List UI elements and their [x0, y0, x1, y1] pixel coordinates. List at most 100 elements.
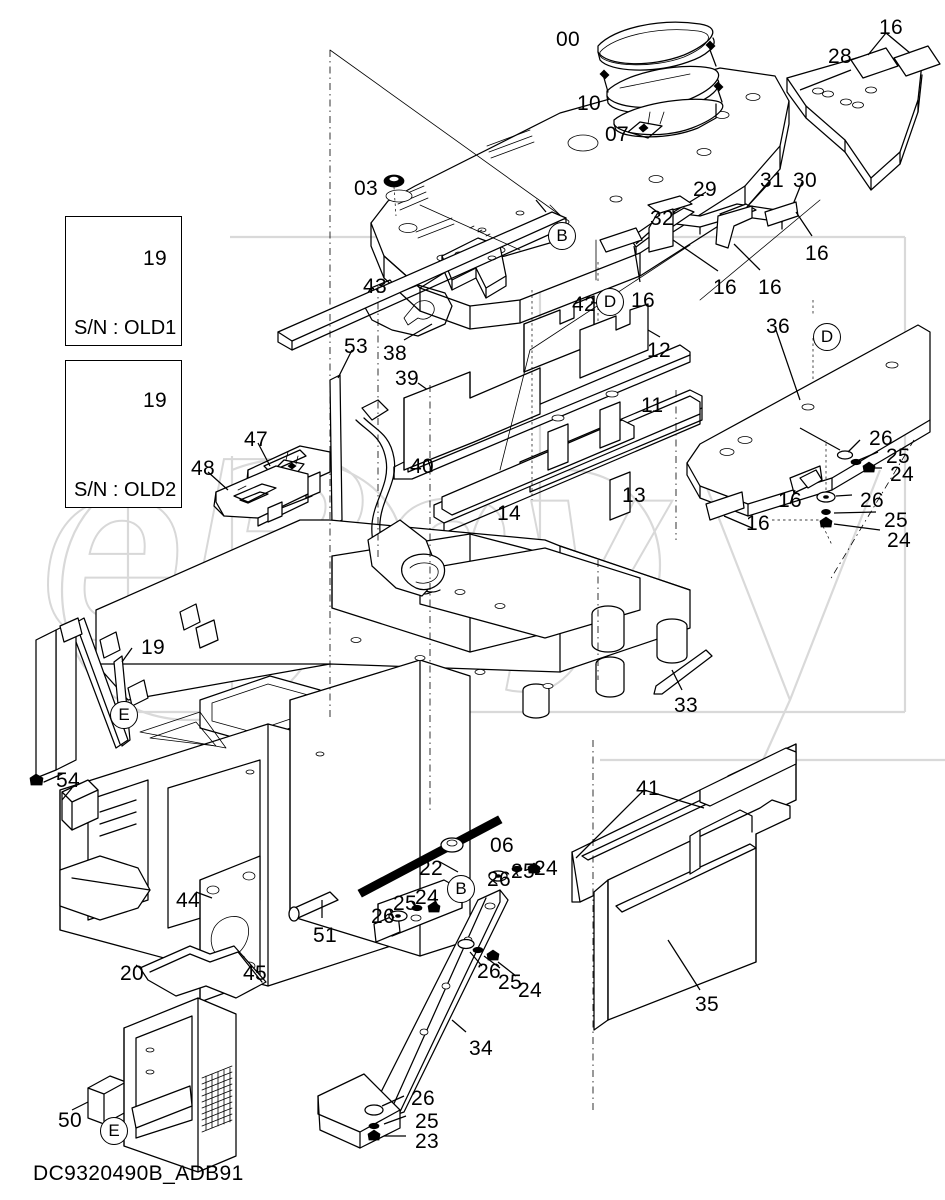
fastener-stack-low-2: [388, 897, 441, 922]
callout-16: 16: [713, 276, 737, 299]
callout-12: 12: [647, 339, 671, 362]
callout-25: 25: [393, 892, 417, 915]
callout-22: 22: [419, 857, 443, 880]
callout-06: 06: [490, 834, 514, 857]
rail-brackets-1113: [547, 390, 631, 521]
part-14-rail: [441, 419, 635, 516]
callout-53: 53: [344, 335, 368, 358]
part-33-rod: [653, 649, 713, 695]
callout-23: 23: [415, 1130, 439, 1153]
reference-letter-e: E: [110, 701, 138, 729]
grille-mesh: [201, 1065, 233, 1133]
part-07-seal: [613, 98, 724, 139]
callout-54: 54: [56, 769, 80, 792]
callout-41: 41: [636, 777, 660, 800]
fastener-stack-upper-2: [816, 440, 881, 531]
callout-26: 26: [371, 905, 395, 928]
callout-40: 40: [410, 455, 434, 478]
callout-26: 26: [477, 960, 501, 983]
callout-16: 16: [758, 276, 782, 299]
callout-25: 25: [511, 860, 535, 883]
sn-caption-old1: S/N : OLD1: [74, 317, 177, 339]
callout-19: 19: [143, 247, 167, 270]
lower-chassis: [59, 519, 691, 987]
callout-20: 20: [120, 962, 144, 985]
callout-42: 42: [572, 293, 596, 316]
callout-24: 24: [518, 979, 542, 1002]
callout-16: 16: [746, 512, 770, 535]
reference-letter-d: D: [596, 288, 624, 316]
fastener-stack-low-4: [364, 1095, 407, 1141]
lid-fasteners: [599, 40, 724, 103]
reference-letter-d: D: [813, 323, 841, 351]
part-12-panel: [579, 303, 661, 379]
callout-14: 14: [497, 502, 521, 525]
callout-25: 25: [498, 971, 522, 994]
callout-24: 24: [415, 886, 439, 909]
callout-19: 19: [143, 389, 167, 412]
panel-under-39: [403, 367, 541, 471]
part-20-deflector: [135, 945, 267, 999]
fastener-stack-low-1: [488, 862, 541, 885]
callout-45: 45: [243, 962, 267, 985]
callout-07: 07: [605, 123, 629, 146]
sn-box-old2: S/N : OLD2: [65, 360, 182, 508]
callout-03: 03: [354, 177, 378, 200]
callout-16: 16: [879, 16, 903, 39]
part-35-cover: [593, 747, 797, 1031]
callout-43: 43: [363, 275, 387, 298]
callout-11: 11: [641, 394, 664, 417]
callout-39: 39: [395, 367, 419, 390]
callout-16: 16: [778, 489, 802, 512]
callout-16: 16: [631, 289, 655, 312]
callout-29: 29: [693, 178, 717, 201]
callout-26: 26: [869, 427, 893, 450]
callout-16: 16: [805, 242, 829, 265]
callout-38: 38: [383, 342, 407, 365]
part-36-side-panel: [686, 324, 931, 517]
fastener-stack-upper-1: [799, 427, 882, 473]
callout-00: 00: [556, 28, 580, 51]
sn-box-old1: S/N : OLD1: [65, 216, 182, 346]
lower-front-body: [123, 997, 237, 1173]
part-22-grommet: [435, 837, 464, 857]
callout-26: 26: [487, 868, 511, 891]
callout-25: 25: [415, 1110, 439, 1133]
callout-51: 51: [313, 924, 337, 947]
callout-24: 24: [890, 463, 914, 486]
part-48-latch: [207, 465, 309, 527]
part-16-brackets: [599, 195, 813, 283]
callout-19: 19: [141, 636, 165, 659]
callout-25: 25: [884, 509, 908, 532]
drawing-number: DC9320490B_ADB91: [33, 1162, 244, 1185]
part-54-cover: [61, 779, 99, 831]
callout-28: 28: [828, 45, 852, 68]
callout-50: 50: [58, 1109, 82, 1132]
part-00-ring: [597, 21, 715, 71]
callout-36: 36: [766, 315, 790, 338]
callout-10: 10: [577, 92, 601, 115]
construction-lines: [329, 49, 915, 1112]
callout-24: 24: [534, 857, 558, 880]
callout-48: 48: [191, 457, 215, 480]
reference-letter-b: B: [447, 875, 475, 903]
part-19-installed: [29, 603, 219, 786]
part-38-bar: [277, 211, 567, 351]
callout-32: 32: [650, 207, 674, 230]
part-28-bracket: [786, 56, 923, 191]
part-16-pads-mid: [705, 465, 823, 529]
callout-24: 24: [887, 529, 911, 552]
callout-26: 26: [860, 489, 884, 512]
callout-34: 34: [469, 1037, 493, 1060]
callout-31: 31: [760, 169, 784, 192]
fastener-stack-low-3: [457, 938, 517, 977]
callout-33: 33: [674, 694, 698, 717]
hose-assembly: [355, 399, 446, 597]
part-42-panel: [523, 295, 607, 373]
callout-26: 26: [411, 1087, 435, 1110]
callout-25: 25: [886, 445, 910, 468]
reference-letter-e: E: [100, 1117, 128, 1145]
callout-47: 47: [244, 428, 268, 451]
callout-35: 35: [695, 993, 719, 1016]
